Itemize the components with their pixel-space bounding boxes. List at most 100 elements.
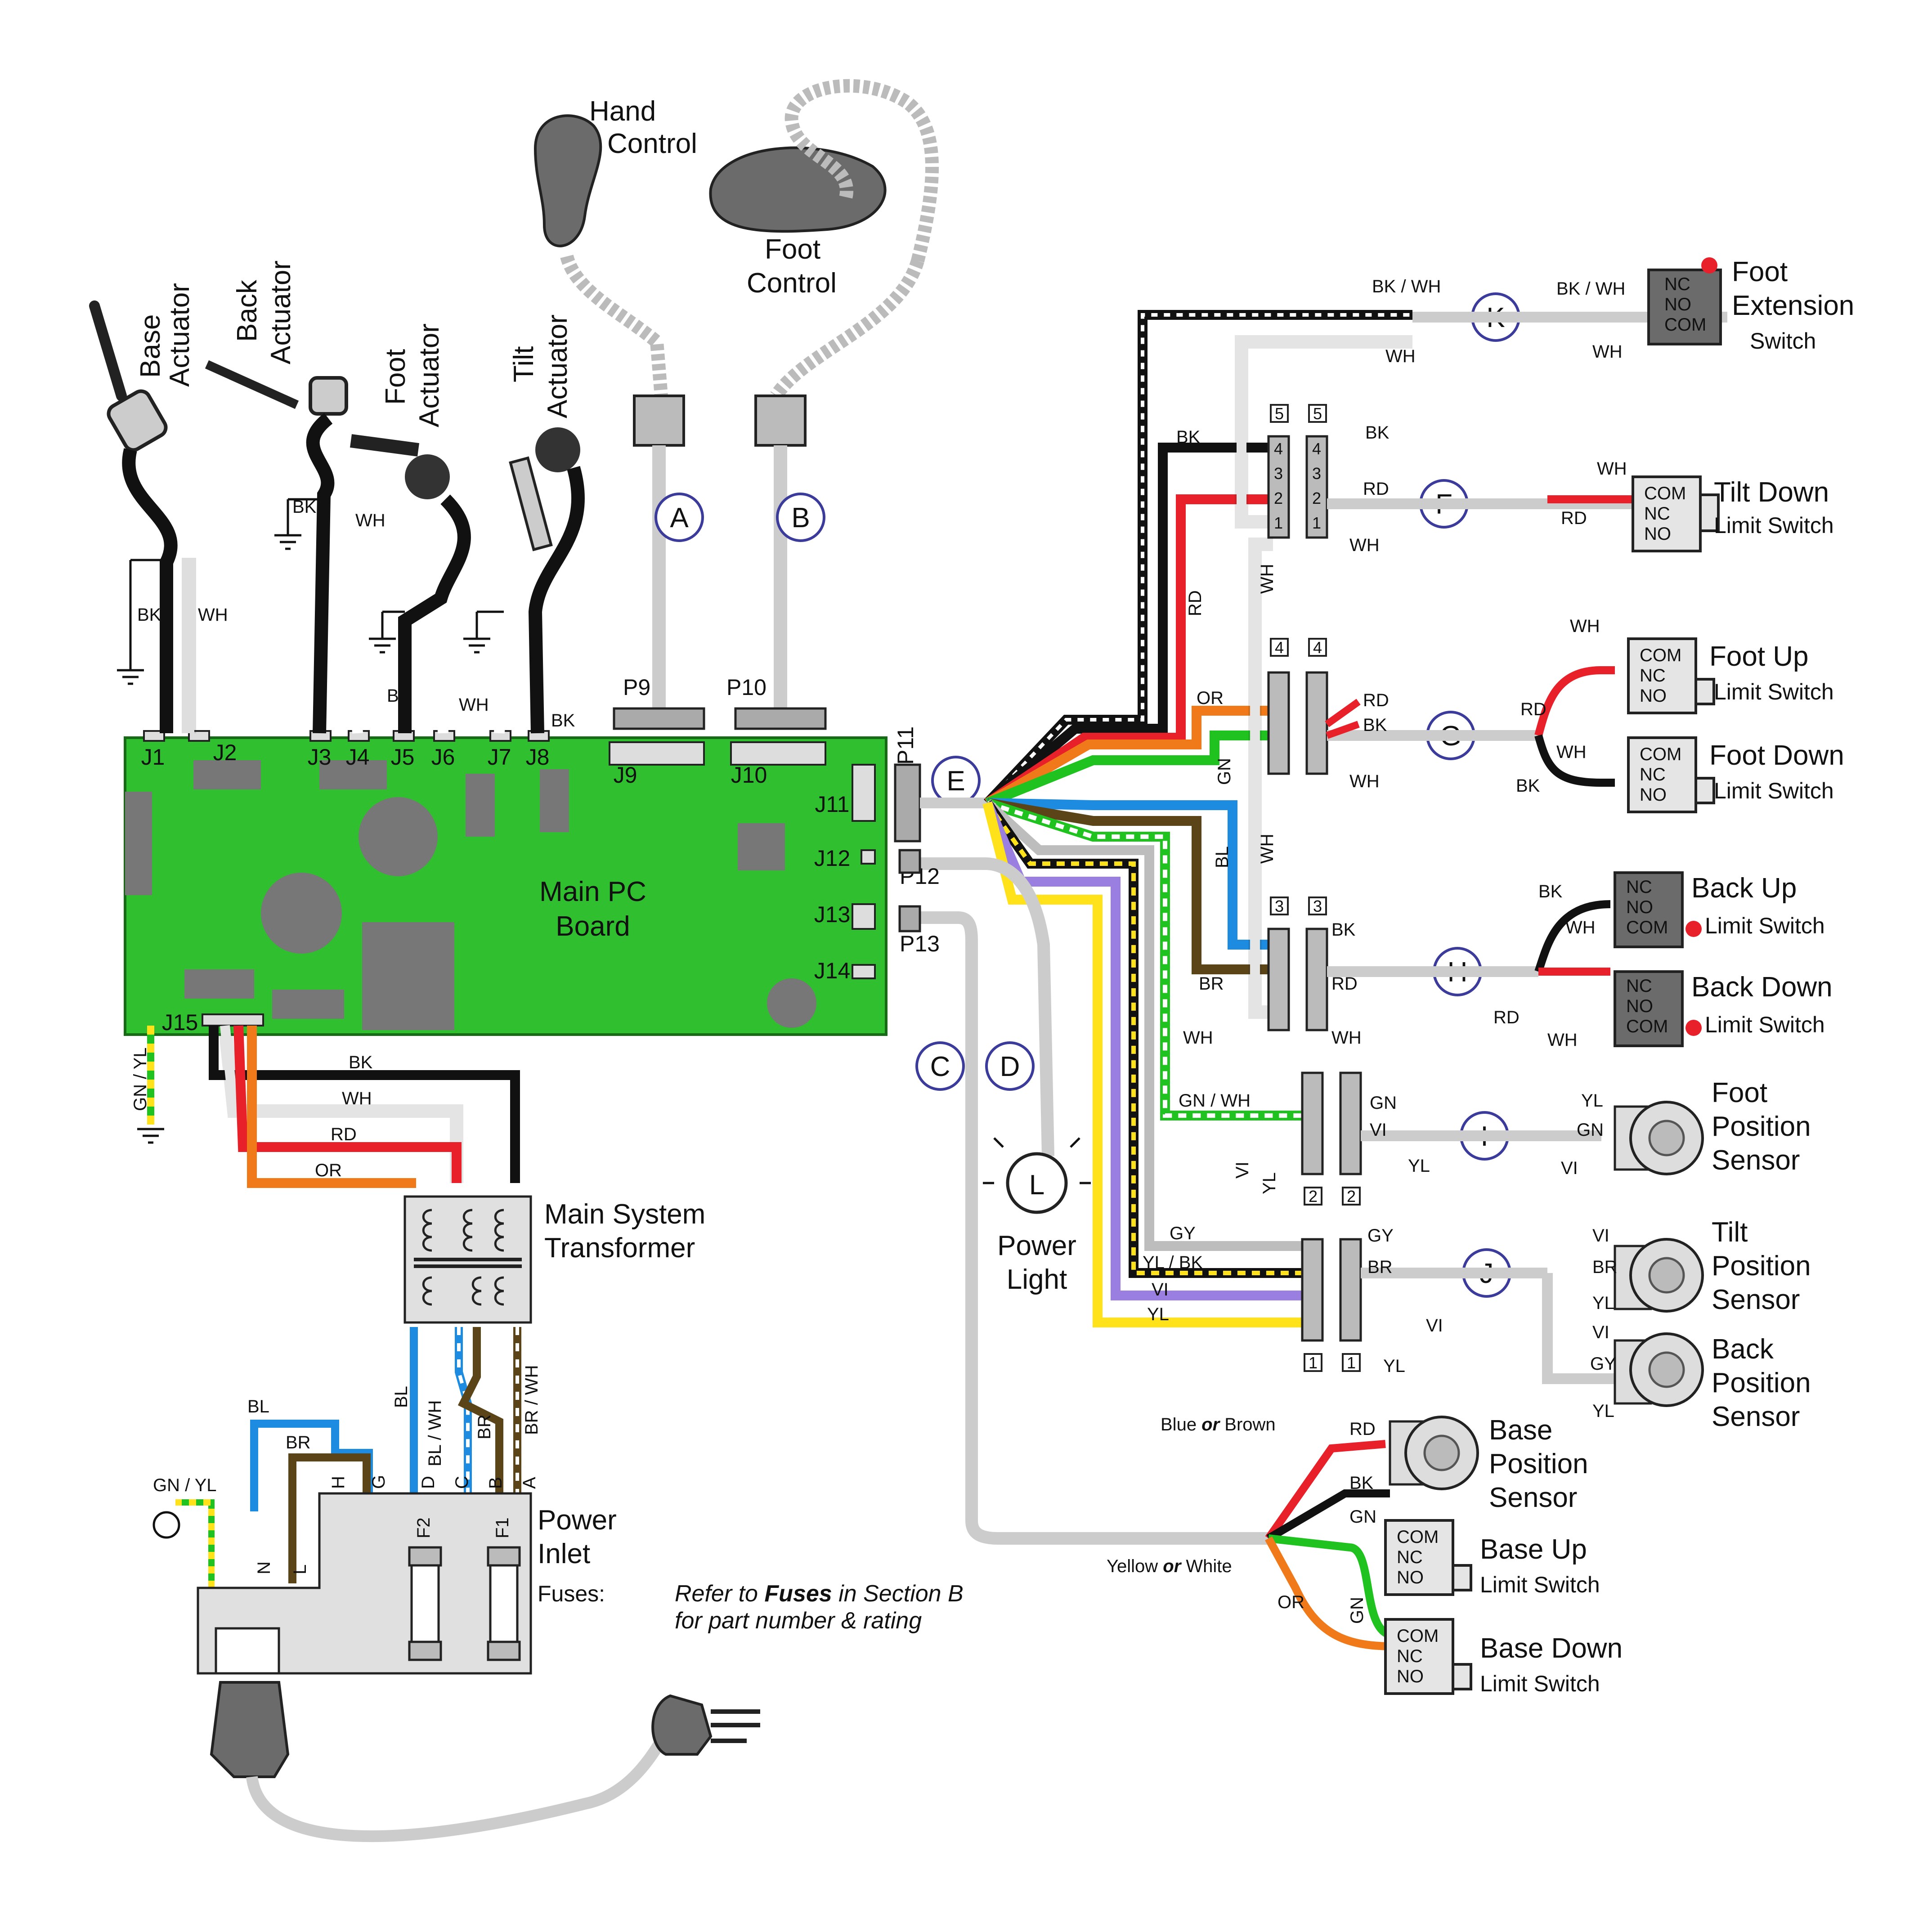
svg-text:RD: RD <box>1363 479 1389 499</box>
plug-p11: P11 <box>893 726 918 765</box>
svg-text:GN / YL: GN / YL <box>130 1047 150 1111</box>
svg-text:2: 2 <box>1347 1187 1356 1206</box>
svg-text:4: 4 <box>1312 439 1321 458</box>
foot-extension-label-2: Extension <box>1732 290 1854 321</box>
cable-id-c: C <box>915 1041 965 1091</box>
switch-foot-down: COM NC NO Foot Down Limit Switch WH BK <box>1516 736 1844 813</box>
switch-foot-up: COM NC NO Foot Up Limit Switch WH RD RD … <box>1349 616 1834 791</box>
wire-bk-wh-k1: BK / WH <box>1372 277 1441 296</box>
svg-text:1: 1 <box>1347 1354 1356 1372</box>
svg-text:BK: BK <box>349 1053 373 1072</box>
tilt-down-label-2: Limit Switch <box>1714 513 1834 538</box>
svg-text:E: E <box>946 766 965 797</box>
fuses-note-line2: for part number & rating <box>675 1608 922 1634</box>
foot-up-label-2: Limit Switch <box>1714 679 1834 704</box>
foot-up-label-1: Foot Up <box>1709 641 1809 672</box>
svg-text:RD: RD <box>1561 508 1587 528</box>
svg-text:YL: YL <box>1581 1091 1603 1111</box>
svg-text:COM: COM <box>1397 1626 1439 1646</box>
svg-text:NO: NO <box>1397 1568 1424 1587</box>
svg-text:BK: BK <box>1365 423 1390 443</box>
cable-id-d: D <box>985 1041 1035 1091</box>
svg-text:GN: GN <box>1347 1597 1367 1624</box>
svg-text:NC: NC <box>1640 666 1666 686</box>
switch-back-down: NC NO COM Back Down Limit Switch RD WH R… <box>1331 970 1833 1050</box>
plug-p13: P13 <box>900 931 940 956</box>
svg-text:WH: WH <box>1570 616 1600 636</box>
svg-text:B: B <box>486 1477 506 1489</box>
svg-text:B: B <box>791 502 810 533</box>
wire-rd-f: RD <box>1185 590 1205 616</box>
svg-text:BR: BR <box>475 1414 494 1439</box>
tilt-position-label-1: Tilt <box>1712 1217 1748 1248</box>
foot-position-label-3: Sensor <box>1712 1145 1800 1176</box>
svg-text:VI: VI <box>1592 1226 1609 1246</box>
back-actuator: Back Actuator BK WH <box>205 260 386 734</box>
svg-text:NC: NC <box>1626 877 1652 897</box>
base-position-label-1: Base <box>1489 1415 1552 1446</box>
wire-yl-j: YL <box>1147 1304 1169 1324</box>
svg-text:NO: NO <box>1626 897 1653 917</box>
wire-wh-k1: WH <box>1385 346 1416 366</box>
jack-j2: J2 <box>213 740 237 765</box>
back-position-label-1: Back <box>1712 1334 1774 1365</box>
svg-text:COM: COM <box>1626 1017 1668 1036</box>
wire-gn-wh: GN / WH <box>1179 1091 1251 1111</box>
tilt-down-label-1: Tilt Down <box>1714 477 1829 508</box>
svg-text:3: 3 <box>1275 897 1284 915</box>
svg-text:A: A <box>520 1477 539 1489</box>
svg-text:4: 4 <box>1275 638 1284 657</box>
svg-text:C: C <box>452 1476 472 1489</box>
jack-j9: J9 <box>614 762 637 788</box>
jack-j1: J1 <box>141 744 165 770</box>
svg-text:NC: NC <box>1644 504 1670 524</box>
svg-text:RD: RD <box>1349 1419 1376 1439</box>
svg-text:BR: BR <box>1592 1257 1618 1277</box>
foot-down-label-2: Limit Switch <box>1714 778 1834 803</box>
wire-bk-j3: BK <box>292 497 317 517</box>
svg-text:NC: NC <box>1626 976 1652 996</box>
wire-wh-j7: WH <box>459 695 489 715</box>
foot-control-label-2: Control <box>747 268 837 299</box>
main-pc-board: Main PC Board <box>124 736 888 1036</box>
svg-text:A: A <box>670 502 689 533</box>
switch-base-up: COM NC NO Base Up Limit Switch GN GN <box>1347 1507 1600 1624</box>
j15-wiring: GN / YL BK WH RD OR <box>130 1025 520 1188</box>
svg-text:5: 5 <box>1313 404 1322 423</box>
base-actuator: Base Actuator BK WH <box>89 283 228 733</box>
svg-text:NO: NO <box>1626 996 1653 1016</box>
wire-bk-j1: BK <box>137 605 161 625</box>
svg-text:VI: VI <box>1370 1120 1387 1140</box>
svg-text:RD: RD <box>1331 974 1358 994</box>
svg-text:1: 1 <box>1274 514 1283 532</box>
svg-text:BK: BK <box>1538 882 1563 901</box>
back-position-label-2: Position <box>1712 1367 1811 1399</box>
tilt-position-label-3: Sensor <box>1712 1284 1800 1315</box>
cable-id-a: A <box>654 493 704 542</box>
wire-wh-f: WH <box>1257 564 1277 594</box>
svg-text:2: 2 <box>1274 489 1283 507</box>
plug-p10: P10 <box>726 675 767 700</box>
svg-text:NC: NC <box>1397 1646 1423 1666</box>
transformer-label-1: Main System <box>544 1199 705 1230</box>
wire-gn-g: GN <box>1215 758 1234 785</box>
svg-text:BR / WH: BR / WH <box>522 1365 542 1435</box>
svg-text:RD: RD <box>331 1125 357 1144</box>
svg-text:RD: RD <box>1520 699 1546 719</box>
back-down-label-1: Back Down <box>1691 972 1833 1003</box>
base-up-label-2: Limit Switch <box>1480 1572 1600 1597</box>
wire-bl-h: BL <box>1212 846 1232 868</box>
foot-down-label-1: Foot Down <box>1709 740 1844 771</box>
ground-icon <box>117 534 490 685</box>
sensor-back-position: Back Position Sensor VI GY YL <box>1590 1322 1811 1432</box>
base-actuator-label-1: Base <box>135 314 166 378</box>
svg-text:RD: RD <box>1493 1008 1520 1027</box>
back-up-label-1: Back Up <box>1691 873 1797 904</box>
svg-text:3: 3 <box>1274 464 1283 483</box>
tilt-position-label-2: Position <box>1712 1251 1811 1282</box>
svg-text:NC: NC <box>1640 765 1666 784</box>
svg-text:WH: WH <box>1547 1030 1578 1050</box>
svg-text:2: 2 <box>1312 489 1321 507</box>
switch-base-down: COM NC NO Base Down Limit Switch OR <box>1278 1592 1623 1696</box>
svg-text:WH: WH <box>1331 1028 1362 1048</box>
